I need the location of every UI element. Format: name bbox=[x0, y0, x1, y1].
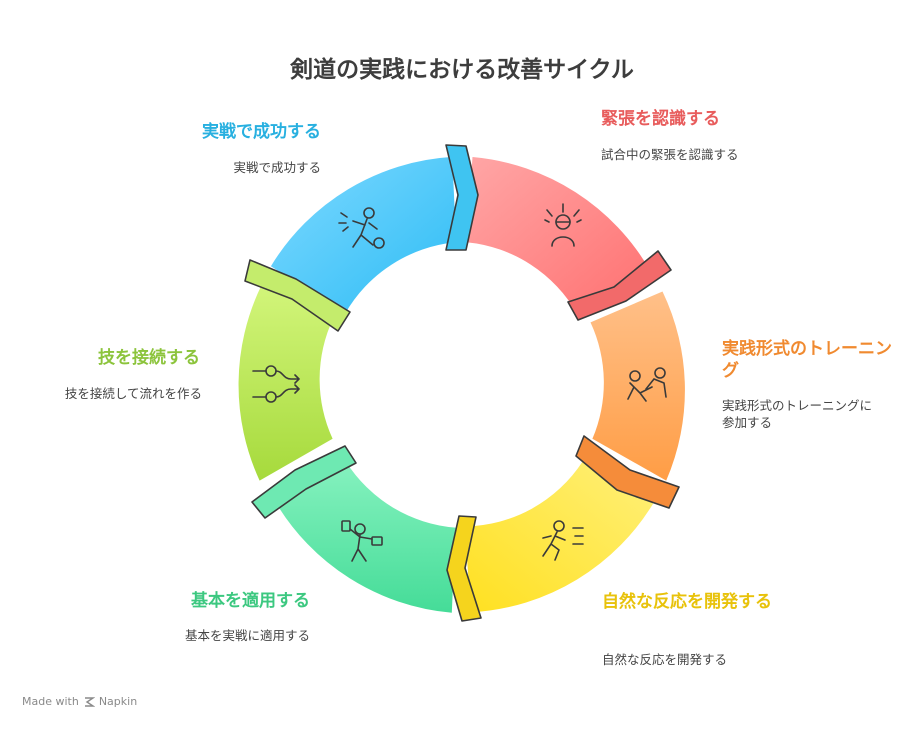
step-label-recognize-tension: 緊張を認識する bbox=[601, 109, 720, 129]
footer-attribution: Made with Napkin bbox=[22, 695, 137, 708]
success-person-icon bbox=[338, 207, 385, 249]
arrow-tab-yellow bbox=[446, 515, 482, 622]
step-desc-connect-techniques: 技を接続して流れを作る bbox=[64, 386, 202, 401]
step-label-apply-basics: 基本を適用する bbox=[191, 591, 310, 611]
running-person-icon bbox=[542, 520, 584, 561]
stressed-person-icon bbox=[544, 203, 582, 247]
arrow-tab-red bbox=[567, 250, 672, 321]
step-desc-practical-training: 実践形式のトレーニングに参加する bbox=[722, 398, 873, 430]
segment-recognize-tension bbox=[466, 157, 651, 314]
person-with-tools-icon bbox=[341, 520, 383, 562]
segment-natural-reaction bbox=[464, 461, 656, 613]
arrow-tab-lime bbox=[244, 259, 351, 332]
step-label-practical-training: 実践形式のトレーニング bbox=[722, 339, 892, 381]
step-label-succeed-in-match: 実戦で成功する bbox=[202, 122, 321, 142]
step-desc-recognize-tension: 試合中の緊張を認識する bbox=[601, 147, 739, 162]
segment-practical-training bbox=[590, 291, 685, 481]
segment-connect-techniques bbox=[238, 285, 334, 481]
step-label-natural-reaction: 自然な反応を開発する bbox=[602, 592, 772, 612]
connection-flow-icon bbox=[252, 365, 300, 403]
footer-brand: Napkin bbox=[98, 695, 138, 708]
napkin-logo-icon bbox=[84, 696, 95, 707]
footer-text: Made with bbox=[22, 695, 79, 708]
step-desc-succeed-in-match: 実戦で成功する bbox=[233, 160, 321, 175]
step-desc-apply-basics: 基本を実戦に適用する bbox=[184, 628, 310, 643]
arrow-tab-orange bbox=[575, 435, 680, 509]
arrow-tab-green bbox=[251, 445, 357, 519]
arrow-tab-blue bbox=[445, 144, 479, 251]
step-desc-natural-reaction: 自然な反応を開発する bbox=[602, 652, 728, 667]
segment-succeed-in-match bbox=[270, 156, 457, 315]
sparring-icon bbox=[627, 367, 667, 402]
step-label-connect-techniques: 技を接続する bbox=[98, 348, 200, 368]
diagram-title: 剣道の実践における改善サイクル bbox=[290, 57, 634, 83]
